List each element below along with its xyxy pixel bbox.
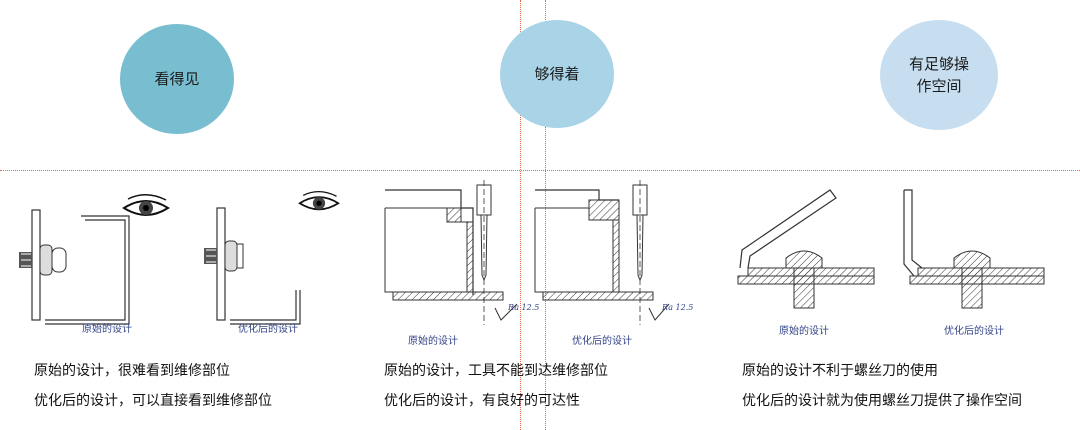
- diagram-visibility-optimized: [204, 207, 301, 325]
- guide-line-vertical-right: [545, 0, 546, 430]
- description-p3-line1: 原始的设计不利于螺丝刀的使用: [742, 363, 938, 379]
- description-p1-line1: 原始的设计，很难看到维修部位: [34, 363, 230, 379]
- description-p3-line2: 优化后的设计就为使用螺丝刀提供了操作空间: [742, 393, 1022, 409]
- caption-p3-optimized: 优化后的设计: [944, 326, 1004, 337]
- circle-visible-label: 看得见: [154, 70, 200, 88]
- caption-p2-optimized: 优化后的设计: [572, 336, 632, 347]
- caption-p1-original: 原始的设计: [82, 324, 132, 335]
- eye-icon: [122, 194, 170, 216]
- diagram-space-original: [737, 189, 875, 309]
- circle-space: 有足够操 作空间: [880, 20, 998, 130]
- diagram-space-optimized: [903, 189, 1045, 309]
- roughness-label-original: Ra 12.5: [508, 303, 540, 312]
- guide-line-horizontal: [0, 170, 1080, 171]
- description-p2-line1: 原始的设计，工具不能到达维修部位: [384, 363, 608, 379]
- caption-p3-original: 原始的设计: [779, 326, 829, 337]
- circle-reachable: 够得着: [500, 20, 614, 128]
- roughness-label-optimized: Ra 12.5: [662, 303, 694, 312]
- diagram-reachability-optimized: [534, 180, 670, 325]
- diagram-reachability-original: [384, 180, 518, 325]
- circle-reachable-label: 够得着: [534, 65, 580, 83]
- eye-icon: [298, 191, 340, 211]
- guide-line-vertical-left: [520, 0, 521, 430]
- description-p2-line2: 优化后的设计，有良好的可达性: [384, 393, 580, 409]
- diagram-visibility-original: [19, 209, 130, 325]
- circle-visible: 看得见: [120, 24, 234, 134]
- circle-space-label: 有足够操 作空间: [908, 55, 969, 95]
- caption-p1-optimized: 优化后的设计: [238, 324, 298, 335]
- caption-p2-original: 原始的设计: [408, 336, 458, 347]
- description-p1-line2: 优化后的设计，可以直接看到维修部位: [34, 393, 272, 409]
